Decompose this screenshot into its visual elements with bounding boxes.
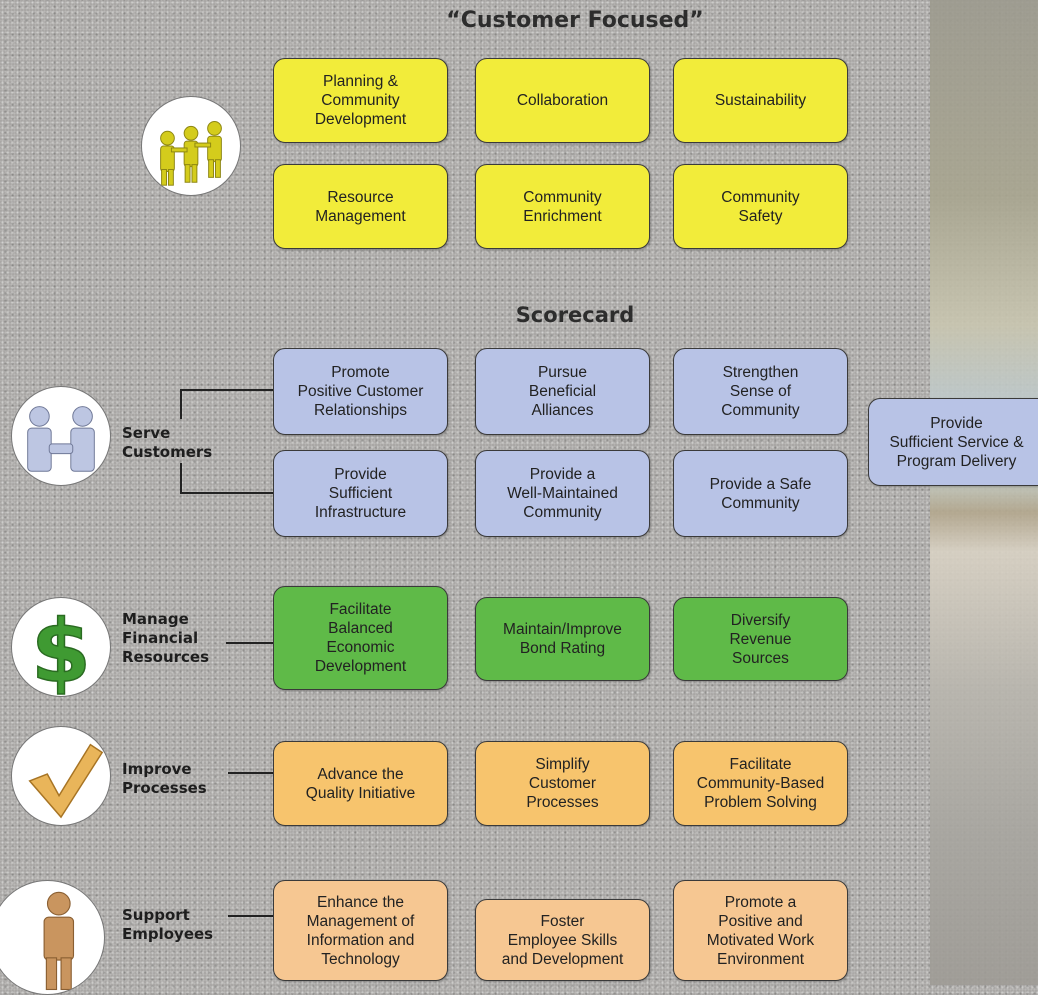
handshake-icon	[11, 386, 111, 486]
box-provide-well-maintained-community: Provide a Well-Maintained Community	[475, 450, 650, 537]
box-provide-sufficient-service-program-delivery: Provide Sufficient Service & Program Del…	[868, 398, 1038, 486]
box-promote-positive-motivated-work-environment: Promote a Positive and Motivated Work En…	[673, 880, 848, 981]
svg-text:$: $	[31, 602, 91, 696]
box-enhance-management-information-technology: Enhance the Management of Information an…	[273, 880, 448, 981]
connector-line	[226, 642, 273, 644]
box-facilitate-balanced-economic-development: Facilitate Balanced Economic Development	[273, 586, 448, 690]
person-icon	[0, 880, 105, 995]
dollar-sign-icon: $	[11, 597, 111, 697]
box-foster-employee-skills-development: Foster Employee Skills and Development	[475, 899, 650, 981]
box-collaboration: Collaboration	[475, 58, 650, 143]
connector-line	[228, 772, 273, 774]
box-pursue-beneficial-alliances: Pursue Beneficial Alliances	[475, 348, 650, 435]
connector-line	[180, 492, 273, 494]
box-community-safety: Community Safety	[673, 164, 848, 249]
label-improve-processes: Improve Processes	[122, 760, 207, 797]
box-promote-positive-customer-relationships: Promote Positive Customer Relationships	[273, 348, 448, 435]
box-planning-community-development: Planning & Community Development	[273, 58, 448, 143]
box-maintain-improve-bond-rating: Maintain/Improve Bond Rating	[475, 597, 650, 681]
connector-line	[228, 915, 273, 917]
checkmark-icon	[11, 726, 111, 826]
box-facilitate-community-based-problem-solving: Facilitate Community-Based Problem Solvi…	[673, 741, 848, 826]
box-advance-quality-initiative: Advance the Quality Initiative	[273, 741, 448, 826]
heading-scorecard: Scorecard	[515, 303, 635, 327]
box-diversify-revenue-sources: Diversify Revenue Sources	[673, 597, 848, 681]
label-manage-financial-resources: Manage Financial Resources	[122, 610, 210, 666]
label-support-employees: Support Employees	[122, 906, 214, 943]
connector-line	[180, 389, 182, 419]
people-group-icon	[141, 96, 241, 196]
box-resource-management: Resource Management	[273, 164, 448, 249]
box-community-enrichment: Community Enrichment	[475, 164, 650, 249]
box-sustainability: Sustainability	[673, 58, 848, 143]
connector-line	[180, 463, 182, 493]
background-photo	[930, 0, 1038, 985]
label-serve-customers: Serve Customers	[122, 424, 213, 461]
box-strengthen-sense-of-community: Strengthen Sense of Community	[673, 348, 848, 435]
heading-customer-focused: “Customer Focused”	[446, 8, 704, 33]
connector-line	[180, 389, 273, 391]
box-provide-sufficient-infrastructure: Provide Sufficient Infrastructure	[273, 450, 448, 537]
box-simplify-customer-processes: Simplify Customer Processes	[475, 741, 650, 826]
box-provide-safe-community: Provide a Safe Community	[673, 450, 848, 537]
